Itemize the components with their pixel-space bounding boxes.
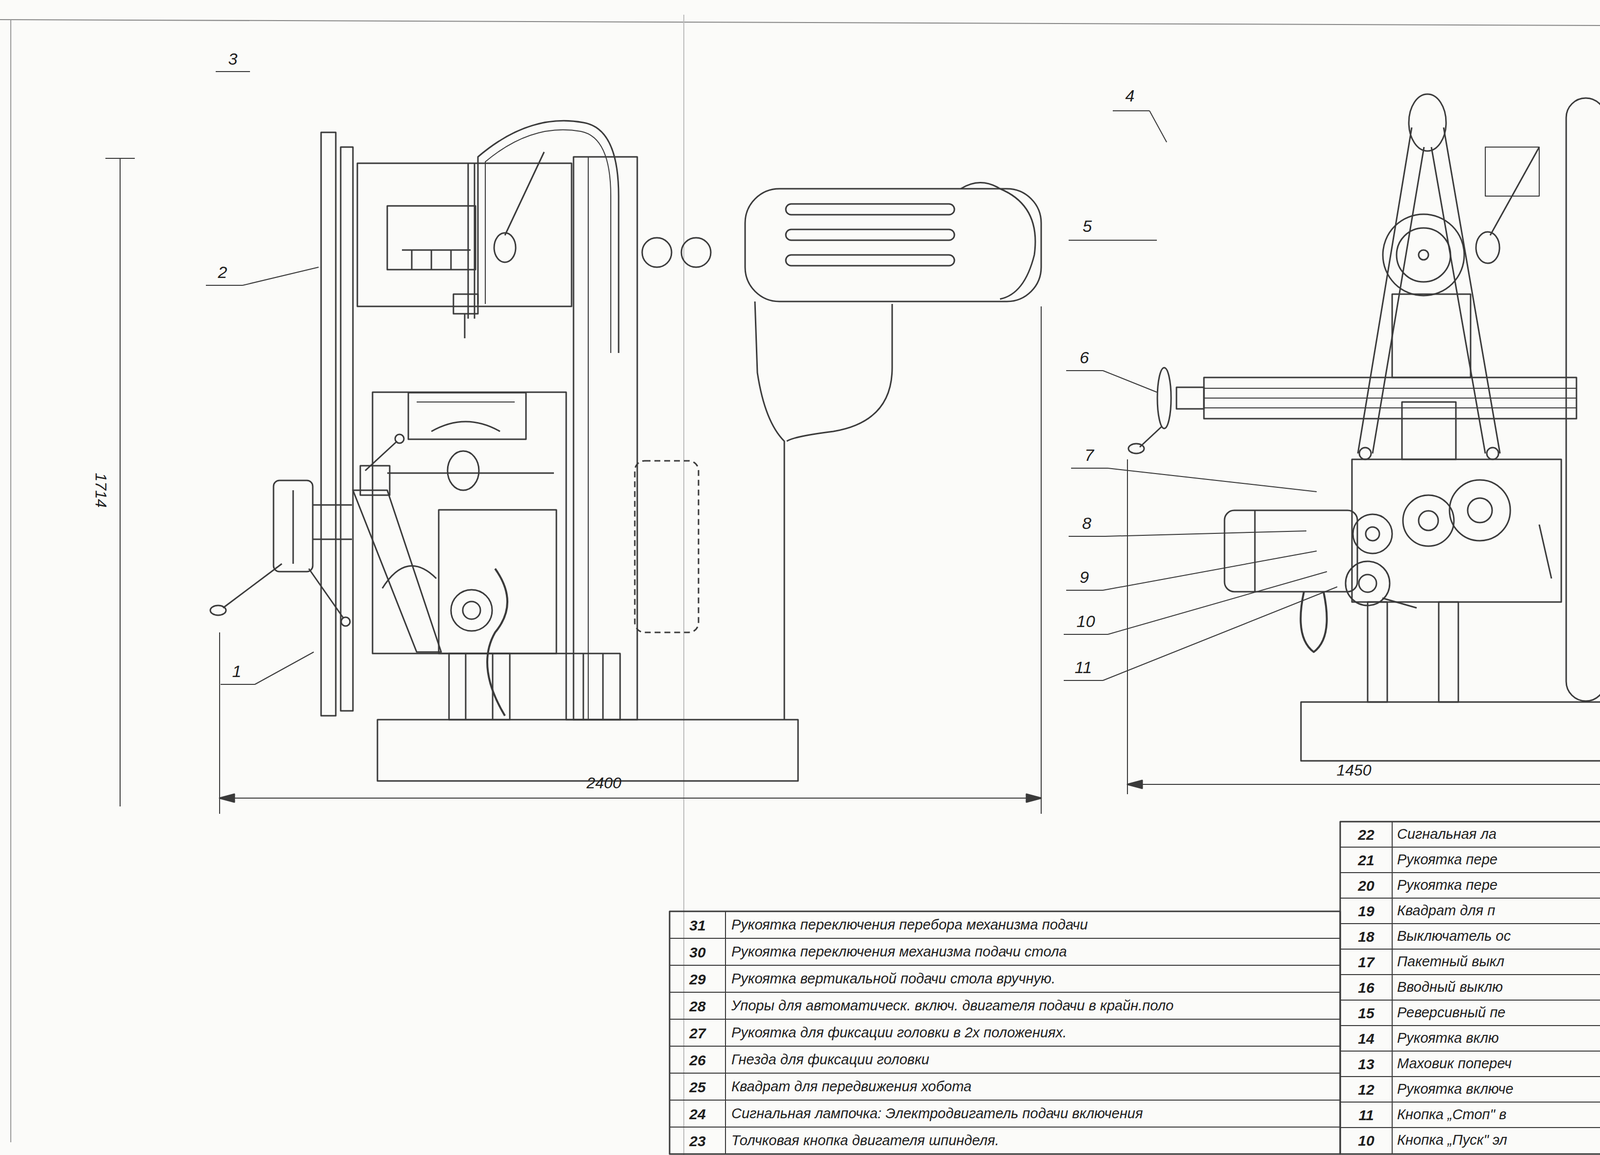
table-text: Рукоятка вертикальной подачи стола вручн… bbox=[731, 971, 1056, 987]
table-number: 16 bbox=[1357, 979, 1375, 996]
dimension-label: 1714 bbox=[91, 472, 109, 508]
table-number: 15 bbox=[1357, 1004, 1375, 1022]
table-number: 26 bbox=[689, 1051, 706, 1068]
table-number: 28 bbox=[689, 997, 706, 1014]
table-text: Вводный выклю bbox=[1397, 979, 1503, 996]
table-text: Рукоятка вклю bbox=[1397, 1030, 1500, 1047]
table-number: 18 bbox=[1357, 928, 1375, 945]
table-text: Рукоятка переключения механизма подачи с… bbox=[731, 944, 1067, 960]
table-text: Толчковая кнопка двигателя шпинделя. bbox=[731, 1132, 1000, 1149]
table-number: 25 bbox=[689, 1078, 706, 1095]
callout-number: 8 bbox=[1082, 514, 1092, 533]
table-text: Сигнальная ла bbox=[1397, 826, 1497, 843]
table-text: Кнопка „Пуск" эл bbox=[1397, 1132, 1508, 1149]
callout-number: 5 bbox=[1082, 217, 1093, 236]
table-number: 12 bbox=[1357, 1081, 1375, 1098]
table-number: 29 bbox=[689, 970, 706, 987]
table-number: 13 bbox=[1357, 1055, 1375, 1073]
table-text: Квадрат для передвижения хобота bbox=[731, 1078, 972, 1095]
dimension-label: 1450 bbox=[1336, 761, 1372, 779]
table-number: 19 bbox=[1357, 902, 1375, 920]
table-text: Упоры для автоматическ. включ. двигателя… bbox=[731, 998, 1174, 1014]
table-text: Выключатель ос bbox=[1397, 928, 1511, 945]
callout-number: 7 bbox=[1084, 446, 1095, 465]
table-number: 17 bbox=[1357, 953, 1375, 971]
table-text: Сигнальная лампочка: Электродвигатель по… bbox=[731, 1105, 1143, 1122]
table-number: 27 bbox=[689, 1024, 706, 1041]
table-number: 24 bbox=[689, 1105, 706, 1122]
callout-number: 10 bbox=[1076, 612, 1096, 631]
table-text: Реверсивный пе bbox=[1397, 1004, 1506, 1021]
callout-number: 1 bbox=[232, 662, 242, 681]
table-number: 21 bbox=[1357, 851, 1375, 869]
callout-number: 4 bbox=[1125, 86, 1135, 105]
table-number: 11 bbox=[1358, 1106, 1374, 1124]
callout-number: 9 bbox=[1079, 568, 1090, 587]
callout-number: 6 bbox=[1079, 348, 1090, 367]
table-number: 23 bbox=[689, 1132, 706, 1149]
table-text: Гнезда для фиксации головки bbox=[731, 1051, 930, 1068]
table-text: Рукоятка пере bbox=[1397, 877, 1498, 894]
table-number: 31 bbox=[689, 916, 706, 933]
table-text: Рукоятка для фиксации головки в 2х полож… bbox=[731, 1025, 1067, 1041]
table-text: Маховик попереч bbox=[1397, 1055, 1512, 1072]
table-text: Пакетный выкл bbox=[1397, 953, 1505, 970]
table-text: Рукоятка пере bbox=[1397, 851, 1498, 868]
table-number: 14 bbox=[1357, 1030, 1375, 1047]
callout-number: 2 bbox=[218, 263, 228, 282]
table-number: 22 bbox=[1357, 826, 1375, 843]
table-text: Кнопка „Стоп" в bbox=[1397, 1106, 1507, 1123]
table-number: 20 bbox=[1357, 877, 1375, 894]
callout-number: 11 bbox=[1074, 658, 1092, 677]
table-text: Рукоятка включе bbox=[1397, 1081, 1514, 1098]
table-number: 10 bbox=[1357, 1132, 1375, 1149]
table-text: Квадрат для п bbox=[1397, 902, 1496, 919]
callout-number: 3 bbox=[228, 50, 238, 69]
table-number: 30 bbox=[689, 943, 706, 960]
dimension-label: 2400 bbox=[586, 774, 622, 792]
table-text: Рукоятка переключения перебора механизма… bbox=[731, 917, 1088, 933]
